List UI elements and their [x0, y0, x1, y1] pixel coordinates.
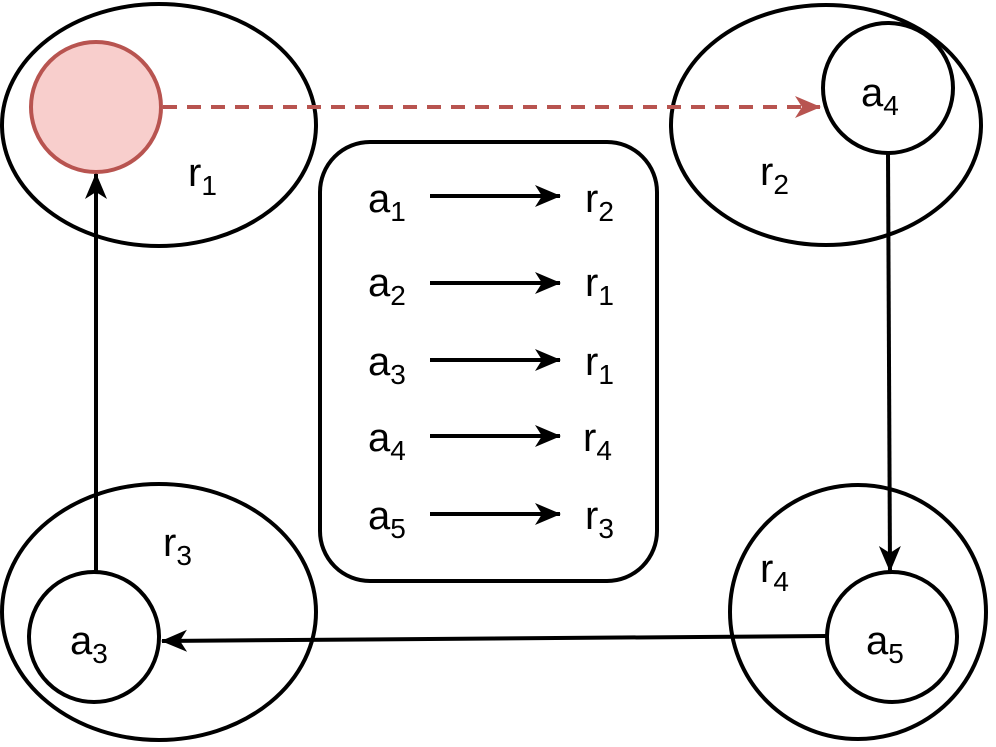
agent-node-a3 [27, 570, 161, 704]
region-r2 [669, 3, 983, 247]
legend-row: a3 r1 [368, 340, 614, 390]
legend-row: a2 r1 [368, 261, 614, 311]
highlighted-target-node [29, 40, 163, 174]
arrow-a5-to-a3 [161, 629, 827, 652]
region-label-r3: r3 [163, 521, 192, 571]
legend-region: r1 [585, 340, 614, 390]
agent-node-a5 [825, 570, 959, 704]
legend-region: r2 [585, 177, 614, 227]
agent-label-a5: a5 [866, 619, 904, 669]
region-label-r2: r2 [760, 150, 789, 200]
region-label-r4: r4 [760, 547, 789, 597]
region-r1 [0, 2, 318, 248]
legend-row: a1 r2 [368, 177, 614, 227]
legend-agent: a2 [368, 261, 406, 311]
legend-region: r3 [585, 494, 614, 544]
legend-region: r4 [583, 416, 612, 466]
legend-agent: a5 [368, 494, 406, 544]
arrow-a4-to-a5 [878, 153, 901, 572]
region-r4 [728, 483, 988, 741]
legend-agent: a4 [368, 416, 406, 466]
legend-region: r1 [585, 261, 614, 311]
legend-agent: a3 [368, 340, 406, 390]
legend-agent: a1 [368, 177, 406, 227]
region-r3 [0, 482, 318, 742]
agent-node-a4 [821, 21, 955, 155]
region-label-r1: r1 [188, 151, 217, 201]
legend-row: a4 r4 [368, 416, 612, 466]
agent-label-a3: a3 [70, 619, 108, 669]
agent-label-a4: a4 [861, 71, 899, 121]
legend-row: a5 r3 [368, 494, 614, 544]
